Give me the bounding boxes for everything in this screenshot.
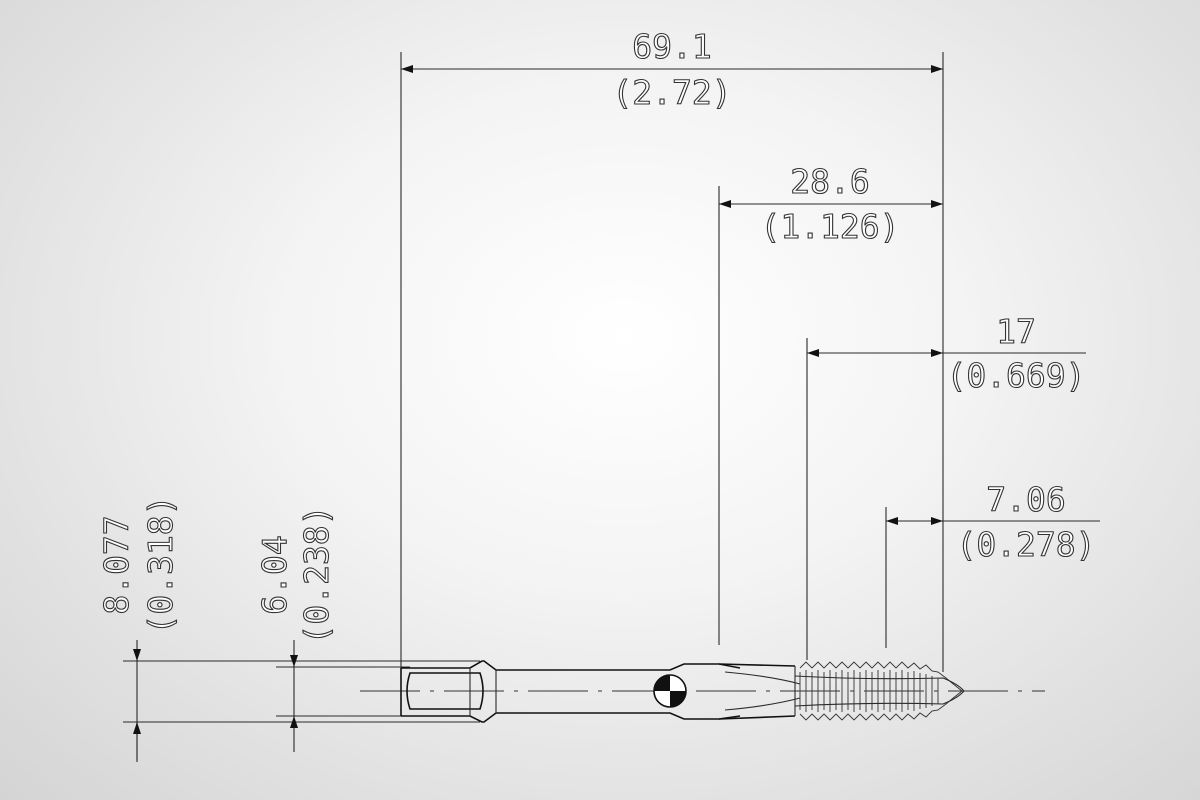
dimension-shank-diameter: 8.077 (0.318) — [96, 495, 181, 762]
overall-length-inch: (2.72) — [612, 73, 731, 112]
extension-lines — [123, 52, 944, 723]
square-size-inch: (0.238) — [297, 505, 336, 644]
dimension-chamfer-length: 7.06 (0.278) — [886, 479, 1100, 565]
thread-length-mm: 28.6 — [790, 162, 869, 201]
flute-length-inch: (0.669) — [946, 356, 1085, 395]
center-mark-icon — [653, 674, 687, 708]
chamfer-length-inch: (0.278) — [956, 525, 1095, 564]
dimension-flute-length: 17 (0.669) — [807, 311, 1086, 396]
chamfer-length-mm: 7.06 — [986, 480, 1065, 519]
thread-length-inch: (1.126) — [760, 207, 899, 246]
dimension-square-size: 6.04 (0.238) — [254, 505, 337, 752]
overall-length-mm: 69.1 — [632, 27, 711, 66]
tap-body — [360, 660, 1045, 723]
dimension-overall-length: 69.1 (2.72) — [401, 26, 943, 113]
square-size-mm: 6.04 — [255, 535, 294, 614]
shank-diameter-inch: (0.318) — [141, 495, 180, 634]
flute-length-mm: 17 — [996, 312, 1036, 351]
shank-diameter-mm: 8.077 — [97, 515, 136, 614]
thread-helix — [799, 670, 939, 712]
dimension-thread-length: 28.6 (1.126) — [719, 161, 943, 247]
